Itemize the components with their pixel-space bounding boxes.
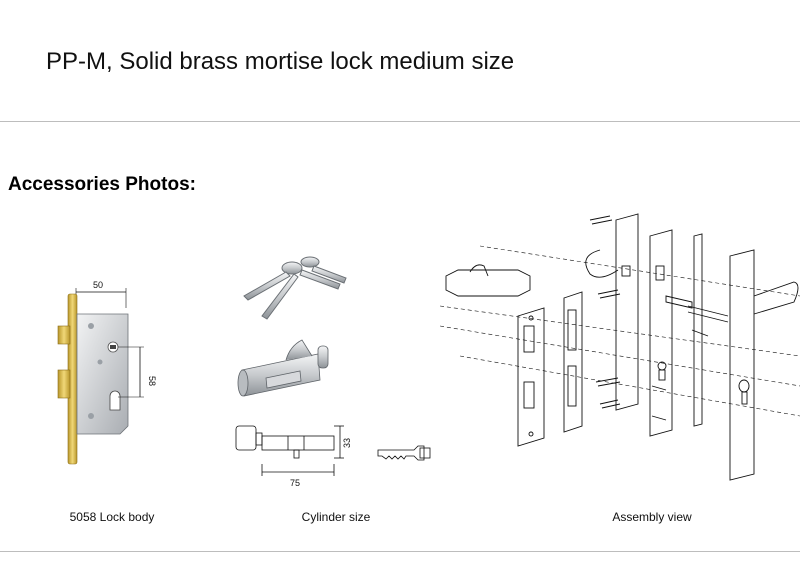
cylinder-caption: Cylinder size (301, 510, 371, 524)
assembly-caption: Assembly view (612, 510, 692, 524)
lock-body-caption: 5058 Lock body (69, 510, 155, 524)
cylinder-drawing-icon (235, 425, 344, 476)
height-dimension-label: 58 (147, 376, 157, 386)
page-title: PP-M, Solid brass mortise lock medium si… (46, 48, 515, 75)
assembly-drawing-icon (440, 213, 800, 481)
cylinder-length-label: 75 (290, 478, 300, 488)
cylinder-height-label: 33 (342, 438, 352, 448)
section-heading: Accessories Photos: (8, 174, 196, 195)
cylinder-figure: 33 75 (235, 256, 431, 488)
assembly-figure (440, 213, 800, 481)
bottom-divider (0, 551, 800, 552)
lock-body-figure: 50 58 (57, 280, 157, 465)
top-divider (0, 121, 800, 122)
key-outline-icon (377, 445, 431, 461)
cylinder-body-icon (237, 339, 329, 397)
width-dimension-label: 50 (93, 280, 103, 290)
keys-icon (243, 256, 347, 320)
